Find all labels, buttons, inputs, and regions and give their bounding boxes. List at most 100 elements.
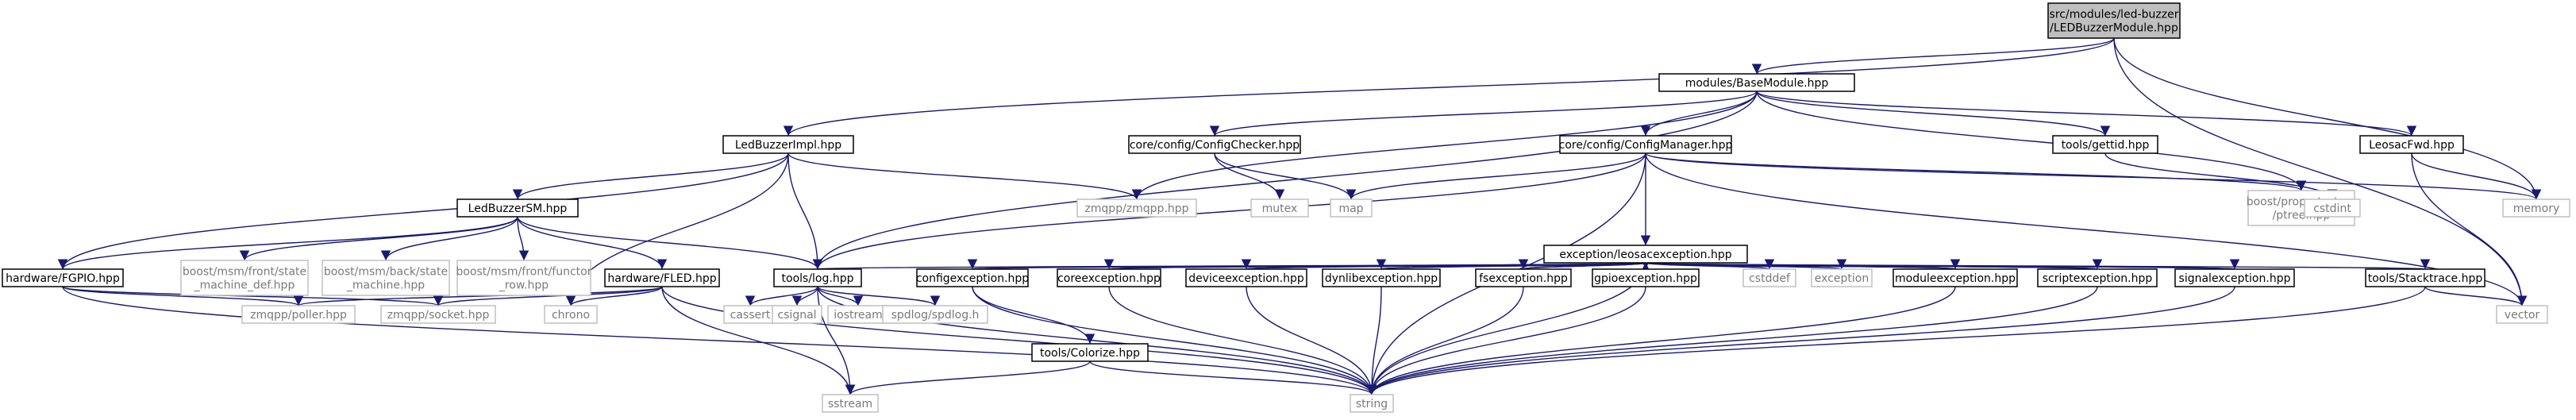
node-label-coreexception-0: coreexception.hpp [1057,272,1161,285]
node-cstdint: cstdint [2304,198,2361,218]
node-ledbuzzerimpl[interactable]: LedBuzzerImpl.hpp [722,135,854,154]
node-root[interactable]: src/modules/led-buzzer/LEDBuzzerModule.h… [2047,2,2181,39]
edge-colorize-to-sstream [845,360,1091,395]
node-stacktrace[interactable]: tools/Stacktrace.hpp [2365,268,2486,287]
node-box-csignal [772,305,822,324]
node-fsexception[interactable]: fsexception.hpp [1475,268,1572,287]
node-basemodule[interactable]: modules/BaseModule.hpp [1658,73,1855,92]
node-box-deviceexception [1185,268,1307,287]
node-box-map [1330,198,1373,218]
node-label-functorrow-1: _row.hpp [499,279,549,292]
node-box-configchecker [1128,135,1301,154]
node-label-root-0: src/modules/led-buzzer [2050,9,2179,21]
node-socket: zmqpp/socket.hpp [380,305,496,324]
node-configexception[interactable]: configexception.hpp [916,268,1029,287]
node-label-log-0: tools/log.hpp [782,272,854,285]
node-label-statemachinedef-1: _machine_def.hpp [194,279,295,292]
edge-fled-to-string [661,286,1377,395]
node-label-spdlog-0: spdlog/spdlog.h [891,309,980,322]
node-leosacfwd[interactable]: LeosacFwd.hpp [2359,135,2464,154]
edge-leosacfwd-to-vector [2411,152,2528,306]
edge-gpioexception-to-string [1366,286,1646,395]
node-box-memory [2502,198,2570,218]
node-fled[interactable]: hardware/FLED.hpp [604,268,720,287]
node-label-sstream-0: sstream [828,398,872,410]
node-moduleexception[interactable]: moduleexception.hpp [1893,268,2018,287]
node-label-map-0: map [1338,202,1363,215]
edge-configmanager-to-ptree [1645,152,2306,191]
node-box-dynlibexception [1322,268,1441,287]
edge-fled-to-sstream [661,286,856,395]
node-memory: memory [2502,198,2570,218]
node-box-poller [241,305,356,324]
edge-layer [57,37,2542,395]
node-box-colorize [1031,343,1149,362]
edge-ledbuzzersm-to-backstatemachine [380,216,518,261]
node-cassert: cassert [723,305,777,324]
node-box-ledbuzzersm [456,198,579,218]
node-box-statemachinedef [180,260,309,296]
node-label-csignal-0: csignal [777,309,816,322]
node-label-statemachinedef-0: boost/msm/front/state [183,266,306,279]
node-csignal: csignal [772,305,822,324]
node-box-configmanager [1559,135,1732,154]
edge-configexception-to-string [972,286,1377,395]
node-label-cstddef-0: cstddef [1749,272,1791,285]
node-box-chrono [544,305,598,324]
node-cstddef: cstddef [1742,268,1796,287]
edge-fgpio-to-string [62,286,1377,395]
node-label-leosacexception-0: exception/leosacexception.hpp [1559,249,1731,261]
node-label-gettid-0: tools/gettid.hpp [2062,139,2150,152]
node-box-spdlog [882,305,988,324]
edge-ledbuzzersm-to-functorrow [517,216,529,261]
edge-configexception-to-colorize [972,286,1095,345]
edge-basemodule-to-configchecker [1210,91,1758,137]
edge-scriptexception-to-string [1366,286,2098,395]
edge-ledbuzzerimpl-to-log [787,152,823,270]
node-log[interactable]: tools/log.hpp [773,268,862,287]
edge-fled-to-socket [433,286,663,306]
edge-ledbuzzerimpl-to-zmqpp [787,152,1142,200]
node-label-dynlibexception-0: dynlibexception.hpp [1325,272,1438,285]
node-label-moduleexception-0: moduleexception.hpp [1895,272,2016,285]
node-string: string [1350,394,1394,413]
node-label-functorrow-0: boost/msm/front/functor [456,266,591,279]
node-coreexception[interactable]: coreexception.hpp [1057,268,1161,287]
edge-fled-to-poller [294,286,663,306]
node-box-leosacfwd [2359,135,2464,154]
node-gpioexception[interactable]: gpioexception.hpp [1592,268,1700,287]
node-iostream: iostream [827,305,889,324]
edge-fgpio-to-poller [62,286,303,306]
node-box-sstream [822,394,879,413]
node-scriptexception[interactable]: scriptexception.hpp [2037,268,2158,287]
node-gettid[interactable]: tools/gettid.hpp [2052,135,2158,154]
edge-basemodule-to-configmanager [1640,91,1758,137]
node-signalexception[interactable]: signalexception.hpp [2174,268,2295,287]
edge-colorize-to-string [1089,360,1377,395]
node-poller: zmqpp/poller.hpp [241,305,356,324]
node-backstatemachine: boost/msm/back/state_machine.hpp [322,260,450,296]
edge-basemodule-to-gettid [1756,91,2111,137]
node-box-moduleexception [1893,268,2018,287]
node-box-leosacexception [1543,245,1748,264]
node-box-cstdint [2304,198,2361,218]
node-configchecker[interactable]: core/config/ConfigChecker.hpp [1128,135,1301,154]
node-dynlibexception[interactable]: dynlibexception.hpp [1322,268,1441,287]
node-colorize[interactable]: tools/Colorize.hpp [1031,343,1149,362]
node-sstream: sstream [822,394,879,413]
node-box-vector [2496,305,2548,324]
node-configmanager[interactable]: core/config/ConfigManager.hpp [1559,135,1733,154]
edge-dynlibexception-to-string [1366,286,1382,395]
node-deviceexception[interactable]: deviceexception.hpp [1185,268,1307,287]
edge-configmanager-to-memory [1645,152,2541,200]
edge-configmanager-to-map [1346,152,1646,200]
node-box-ledbuzzerimpl [722,135,854,154]
node-box-log [773,268,862,287]
node-fgpio[interactable]: hardware/FGPIO.hpp [2,268,124,287]
node-leosacexception[interactable]: exception/leosacexception.hpp [1543,245,1748,264]
node-ledbuzzersm[interactable]: LedBuzzerSM.hpp [456,198,579,218]
edge-stacktrace-to-string [1366,286,2426,395]
node-box-scriptexception [2037,268,2158,287]
edge-log-to-string [817,286,1377,395]
node-statemachinedef: boost/msm/front/state_machine_def.hpp [180,260,309,296]
